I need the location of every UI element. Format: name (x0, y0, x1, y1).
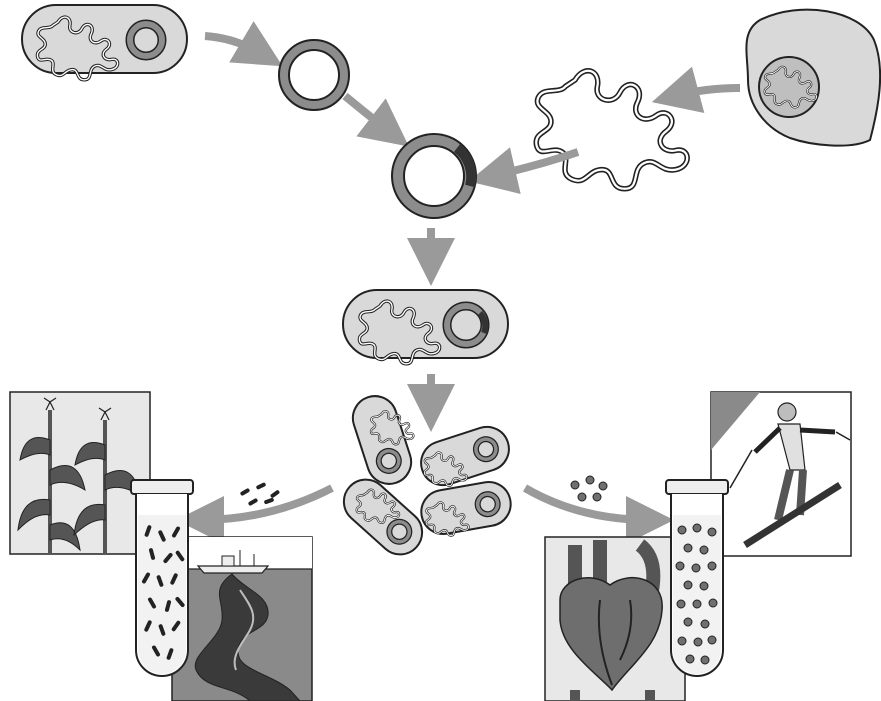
heart-icon (559, 539, 663, 701)
cloned-bacteria (342, 395, 512, 556)
arrow-right-branch (522, 484, 674, 544)
bacteria-rods (142, 525, 185, 660)
arrow-to-recombinant (342, 92, 409, 147)
gene-copies-rods (240, 482, 280, 506)
test-tube-left (130, 479, 194, 677)
arrow-left-branch (176, 484, 334, 544)
test-tube-right (665, 479, 729, 677)
clone-bacterium (420, 481, 512, 537)
skier-icon (729, 402, 851, 548)
corn-plant-icon (17, 397, 141, 554)
isolated-dna (536, 71, 687, 189)
inserted-gene (453, 144, 477, 188)
skier-panel (710, 391, 852, 557)
transformed-bacterium (342, 289, 509, 366)
oil-spill-tanker-icon (196, 550, 270, 574)
clone-bacterium (420, 425, 510, 487)
clone-bacterium (351, 395, 415, 485)
arrow-from-cell (651, 66, 741, 114)
protein-dots (570, 475, 608, 502)
oil-slick (194, 573, 301, 701)
corn-panel (9, 391, 151, 555)
arrow-to-plasmid (204, 21, 283, 67)
arrow-gene-to-plasmid (468, 147, 580, 195)
clone-bacterium (342, 478, 424, 556)
donor-bacterium (21, 4, 188, 82)
test-tube-icon (665, 479, 729, 495)
recombinant-plasmid (391, 133, 477, 219)
oil-spill-panel (171, 536, 313, 701)
eukaryotic-cell (745, 8, 881, 147)
heart-panel (544, 536, 686, 701)
protein-dots (675, 523, 718, 665)
dna-strand-icon (536, 71, 687, 189)
isolated-plasmid (278, 39, 350, 111)
test-tube-icon (130, 479, 194, 495)
